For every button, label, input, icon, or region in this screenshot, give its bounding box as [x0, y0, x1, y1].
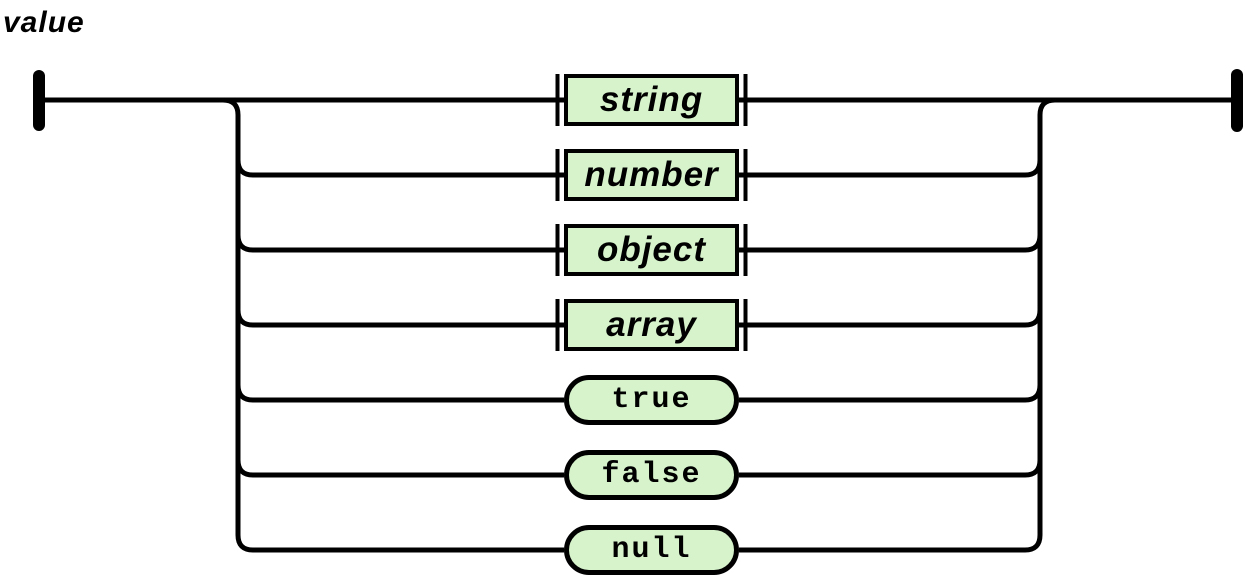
node-true: true: [564, 375, 739, 425]
left-branch-rail-true: [235, 384, 564, 403]
start-terminator: [33, 70, 45, 131]
left-trunk-rail: [222, 97, 564, 553]
left-branch-rail-object: [235, 234, 564, 253]
non-terminal-tick-marks: [555, 74, 748, 351]
right-branch-rail-true: [739, 384, 1043, 403]
right-trunk-rail: [739, 97, 1056, 553]
end-terminator: [1231, 69, 1243, 132]
node-array: array: [564, 299, 739, 351]
right-branch-rail-false: [739, 459, 1043, 478]
node-false: false: [564, 450, 739, 500]
node-null: null: [564, 525, 739, 575]
diagram-title: value: [3, 6, 85, 39]
left-branch-rail-number: [235, 159, 564, 178]
node-string: string: [564, 74, 739, 126]
node-object: object: [564, 224, 739, 276]
left-branch-rail-false: [235, 459, 564, 478]
right-branch-rail-object: [739, 234, 1043, 253]
right-branch-rail-number: [739, 159, 1043, 178]
left-branch-rail-array: [235, 309, 564, 328]
node-number: number: [564, 149, 739, 201]
right-branch-rail-array: [739, 309, 1043, 328]
